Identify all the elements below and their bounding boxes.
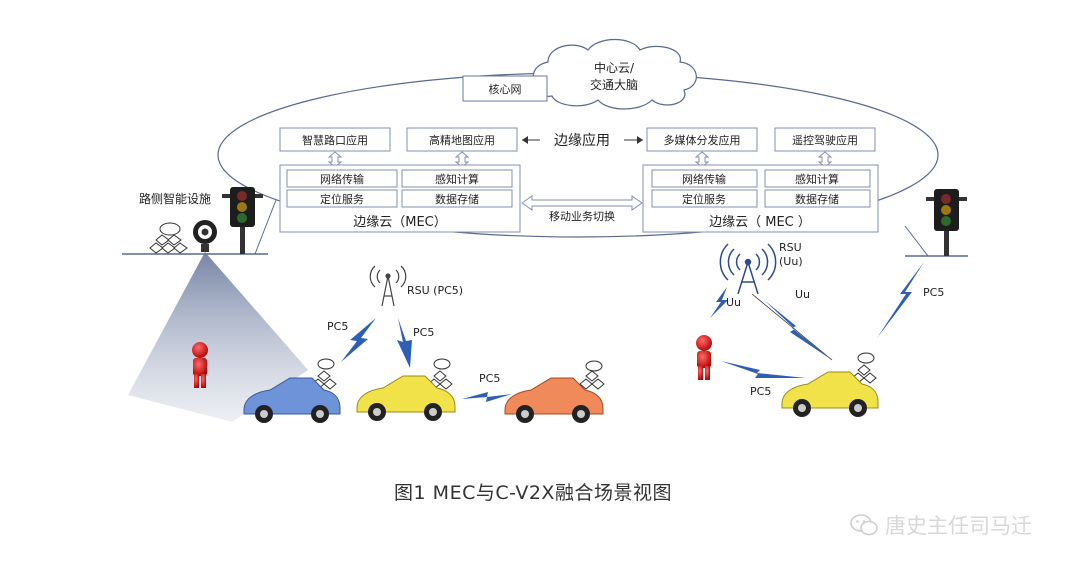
car-yellow-right-icon bbox=[781, 371, 879, 417]
pc5-label-5: PC5 bbox=[923, 286, 944, 299]
traffic-light-right-icon bbox=[926, 189, 967, 256]
left-app-1-label: 智慧路口应用 bbox=[302, 133, 368, 147]
app-mec-arrows bbox=[327, 151, 833, 168]
center-cloud-line2: 交通大脑 bbox=[590, 77, 638, 92]
left-mec-box: 网络传输 感知计算 定位服务 数据存储 边缘云（MEC） bbox=[279, 164, 521, 233]
left-connector bbox=[254, 199, 277, 255]
edge-app-label: 边缘应用 bbox=[554, 132, 610, 149]
right-app-2-label: 遥控驾驶应用 bbox=[792, 133, 858, 147]
left-mec-cell-3: 定位服务 bbox=[320, 192, 364, 206]
left-mec-cell-4: 数据存储 bbox=[435, 192, 479, 206]
pc5-label-3: PC5 bbox=[479, 372, 500, 385]
right-app-2: 遥控驾驶应用 bbox=[774, 127, 876, 152]
pedestrian-left-icon bbox=[192, 342, 208, 388]
lidar-sensor-icon bbox=[149, 222, 188, 254]
pc5-lightning-cars bbox=[462, 392, 512, 402]
rsu-pc5-label: RSU (PC5) bbox=[407, 284, 463, 297]
rsu-pc5-antenna-icon bbox=[369, 265, 407, 307]
car-yellow-icon bbox=[356, 375, 456, 421]
right-mec-title: 边缘云（ MEC ） bbox=[709, 215, 811, 230]
rsu-uu-label-2: (Uu) bbox=[779, 255, 803, 268]
car-blue-icon bbox=[243, 377, 341, 423]
traffic-light-left-icon bbox=[222, 187, 263, 254]
watermark: 唐史主任司马迁 bbox=[849, 510, 1032, 540]
uu-label-2: Uu bbox=[795, 288, 810, 301]
center-cloud-line1: 中心云/ bbox=[594, 60, 635, 75]
right-mec-box: 网络传输 感知计算 定位服务 数据存储 边缘云（ MEC ） bbox=[642, 164, 879, 233]
pc5-lightning-rsu-right bbox=[397, 318, 412, 368]
uu-link-line bbox=[751, 293, 833, 361]
right-app-1: 多媒体分发应用 bbox=[646, 127, 758, 152]
right-mec-cell-2: 感知计算 bbox=[795, 172, 839, 186]
left-app-2-label: 高精地图应用 bbox=[429, 133, 495, 147]
right-app-1-label: 多媒体分发应用 bbox=[664, 133, 741, 147]
left-mec-title: 边缘云（MEC） bbox=[353, 215, 447, 230]
car-orange-icon bbox=[504, 377, 604, 423]
watermark-text: 唐史主任司马迁 bbox=[885, 514, 1032, 538]
pc5-label-1: PC5 bbox=[327, 320, 348, 333]
pedestrian-right-icon bbox=[696, 335, 712, 380]
handover-arrow: 移动业务切换 bbox=[521, 195, 643, 223]
pc5-label-2: PC5 bbox=[413, 326, 434, 339]
core-network-label: 核心网 bbox=[489, 82, 522, 96]
right-mec-cell-1: 网络传输 bbox=[682, 172, 726, 186]
handover-label: 移动业务切换 bbox=[549, 209, 615, 223]
roadside-label: 路侧智能设施 bbox=[139, 191, 211, 206]
pc5-label-4: PC5 bbox=[750, 385, 771, 398]
core-network-box: 核心网 bbox=[462, 75, 548, 102]
uu-lightning-right bbox=[764, 300, 832, 360]
camera-beam bbox=[128, 252, 308, 422]
car-sensor-icon-2 bbox=[427, 358, 453, 390]
left-app-2: 高精地图应用 bbox=[406, 127, 518, 152]
right-mec-cell-4: 数据存储 bbox=[795, 192, 839, 206]
left-app-1: 智慧路口应用 bbox=[279, 127, 391, 152]
pc5-lightning-pedestrian bbox=[721, 361, 806, 378]
edge-app-label-group: 边缘应用 bbox=[522, 132, 643, 149]
center-cloud: 中心云/ 交通大脑 bbox=[532, 39, 697, 110]
pc5-lightning-trafficlight bbox=[877, 262, 924, 338]
car-sensor-icon-4 bbox=[851, 352, 877, 384]
right-connector bbox=[904, 225, 929, 257]
uu-lightning-left bbox=[710, 287, 728, 318]
rsu-uu-antenna-icon bbox=[719, 243, 777, 295]
pc5-lightning-rsu-left bbox=[341, 318, 376, 362]
left-mec-cell-1: 网络传输 bbox=[320, 172, 364, 186]
car-sensor-icon-3 bbox=[579, 360, 605, 390]
camera-icon bbox=[193, 220, 217, 252]
rsu-uu-label-1: RSU bbox=[779, 241, 802, 254]
right-mec-cell-3: 定位服务 bbox=[682, 192, 726, 206]
left-mec-cell-2: 感知计算 bbox=[435, 172, 479, 186]
uu-label-1: Uu bbox=[726, 296, 741, 309]
wechat-icon bbox=[850, 514, 878, 536]
figure-caption: 图1 MEC与C-V2X融合场景视图 bbox=[394, 482, 672, 504]
